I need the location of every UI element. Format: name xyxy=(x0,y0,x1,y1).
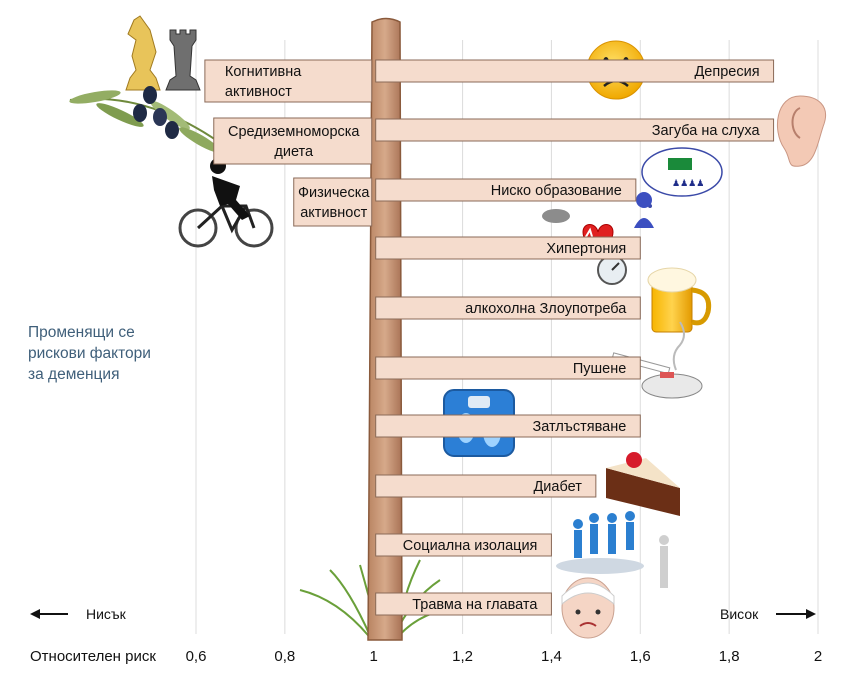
x-tick-label: 0,8 xyxy=(274,648,295,665)
risk-bar xyxy=(375,592,552,616)
risk-bar xyxy=(375,356,641,380)
bandaged-head-icon xyxy=(561,577,615,639)
high-indicator: Висок xyxy=(720,606,816,622)
x-tick-label: 1,2 xyxy=(452,648,473,665)
risk-bar xyxy=(375,296,641,320)
x-tick-label: 2 xyxy=(814,648,822,665)
beer-mug-icon xyxy=(647,267,712,333)
chess-pieces-icon xyxy=(125,15,201,91)
olive-branch-icon xyxy=(69,86,231,153)
risk-bar-label: Депресия xyxy=(694,64,759,80)
risk-bar-label: алкохолна Злоупотреба xyxy=(465,301,627,317)
protective-bar xyxy=(293,177,373,227)
cake-icon xyxy=(606,452,680,516)
risk-bar xyxy=(375,414,641,438)
risk-bar-label: Ниско образование xyxy=(491,183,622,199)
x-tick-label: 1 xyxy=(370,648,378,665)
cyclist-icon xyxy=(178,158,274,248)
risk-bar xyxy=(375,178,637,202)
risk-bar xyxy=(375,236,641,260)
protective-bar xyxy=(204,59,373,103)
side-note-line: Променящи се xyxy=(28,324,135,341)
risk-bar-label: Социална изолация xyxy=(403,538,538,554)
x-axis-label: Относителен риск xyxy=(30,648,156,665)
people-group-icon xyxy=(556,511,669,588)
protective-bar-label: Когнитивна xyxy=(225,64,302,80)
protective-bar-label: активност xyxy=(300,205,367,221)
risk-bar-label: Травма на главата xyxy=(412,597,538,613)
x-tick-label: 1,4 xyxy=(541,648,562,665)
high-label: Висок xyxy=(720,606,759,622)
ear-icon xyxy=(776,95,826,167)
protective-bar-label: Средиземноморска xyxy=(228,124,360,140)
low-label: Нисък xyxy=(86,606,127,622)
risk-bar xyxy=(375,118,775,142)
x-tick-label: 1,8 xyxy=(719,648,740,665)
svg-text:♟♟♟♟: ♟♟♟♟ xyxy=(672,178,704,188)
risk-bar xyxy=(375,59,775,83)
risk-bar-label: Затлъстяване xyxy=(533,419,627,435)
side-note-line: за деменция xyxy=(28,366,120,383)
risk-bar xyxy=(375,533,552,557)
low-indicator: Нисък xyxy=(30,606,127,622)
risk-bar-label: Пушене xyxy=(573,361,626,377)
x-tick-label: 0,6 xyxy=(186,648,207,665)
education-icon: ♟♟♟♟ xyxy=(634,147,723,228)
protective-signs: КогнитивнаактивностСредиземноморскадиета… xyxy=(204,59,373,227)
x-tick-label: 1,6 xyxy=(630,648,651,665)
protective-bar-label: диета xyxy=(274,144,314,160)
chart-side-note: Променящи се рискови фактори за деменция xyxy=(28,322,198,385)
risk-bar-label: Диабет xyxy=(533,479,582,495)
protective-bar xyxy=(213,117,373,165)
protective-bar-label: активност xyxy=(225,84,292,100)
risk-bar-label: Загуба на слуха xyxy=(652,123,761,139)
x-axis-ticks: 0,6 0,8 1 1,2 1,4 1,6 1,8 2 xyxy=(186,648,823,665)
side-note-line: рискови фактори xyxy=(28,345,151,362)
risk-bar xyxy=(375,474,597,498)
risk-bar-label: Хипертония xyxy=(546,241,626,257)
protective-bar-label: Физическа xyxy=(298,185,370,201)
